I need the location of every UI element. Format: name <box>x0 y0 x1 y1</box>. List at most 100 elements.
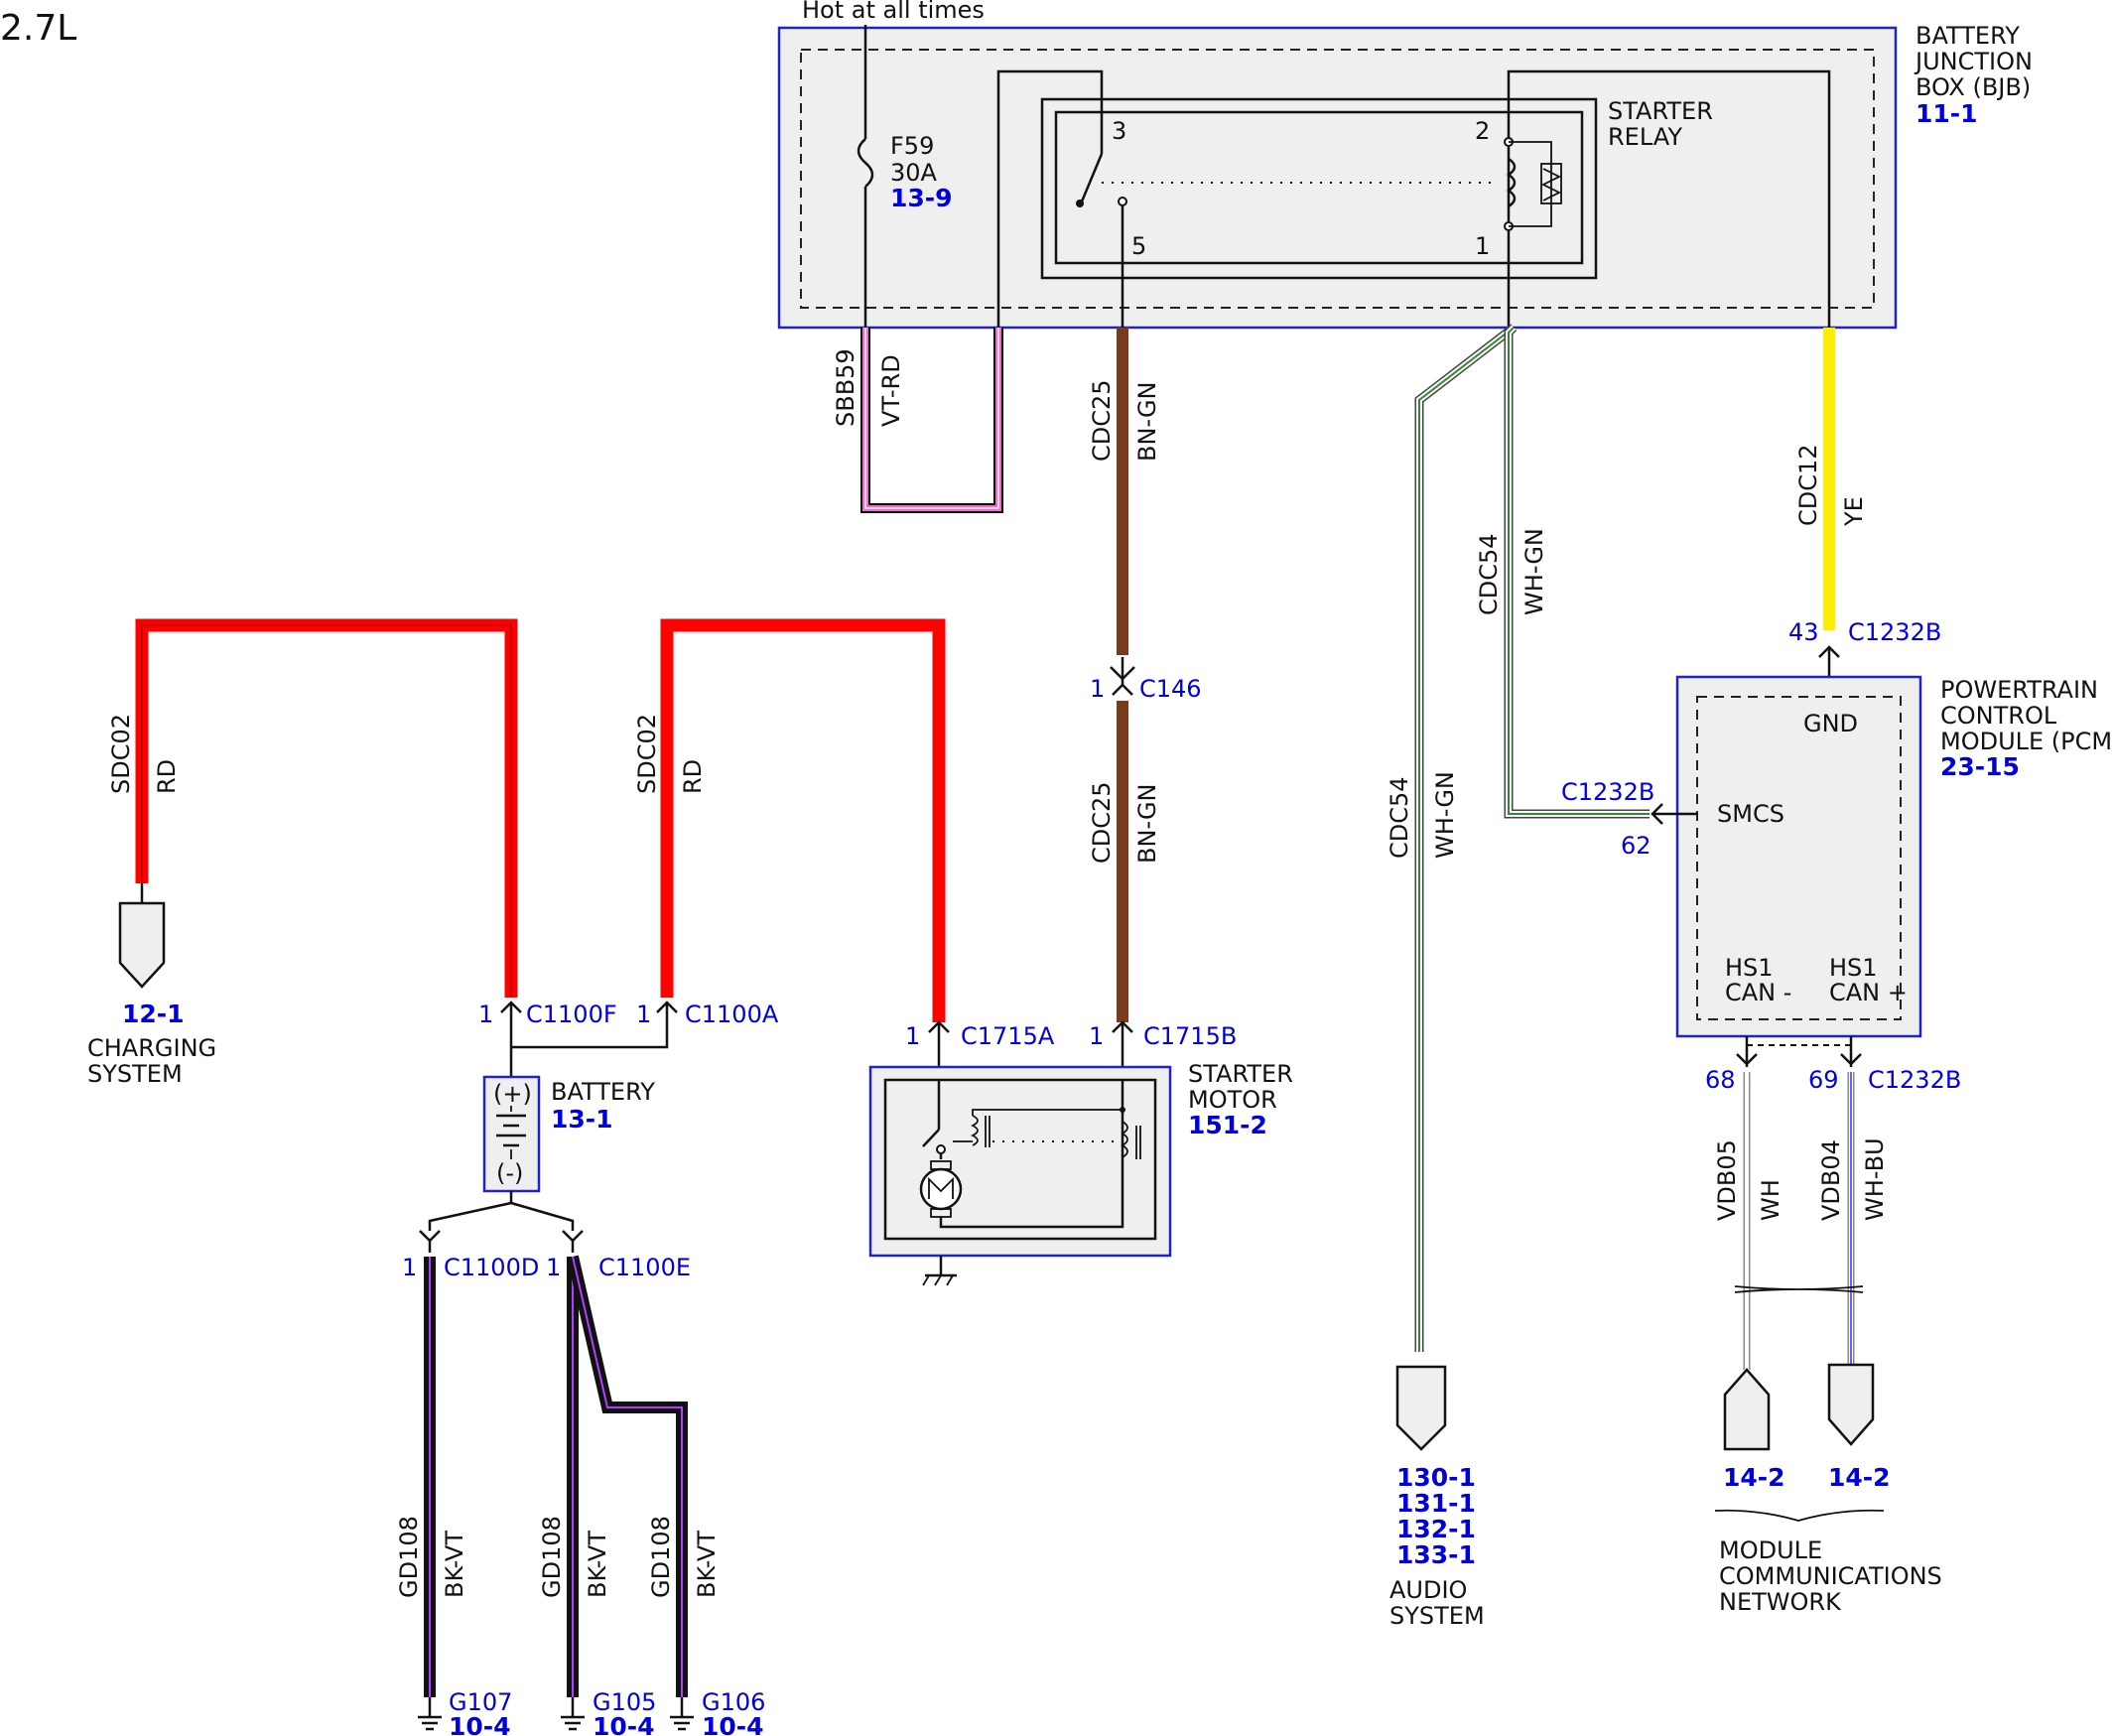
wire-cdc25-lower[interactable]: CDC25 BN-GN <box>1088 701 1161 1022</box>
pcm-module[interactable]: POWERTRAIN CONTROL MODULE (PCM) 23-15 GN… <box>1675 675 2114 1038</box>
cdc12-circuit: CDC12 <box>1794 444 1822 526</box>
network-label-line1: MODULE <box>1719 1536 1822 1564</box>
c1100e-name: C1100E <box>598 1254 691 1281</box>
fuse-ref-link[interactable]: 13-9 <box>890 184 953 212</box>
gd108-a-circuit: GD108 <box>395 1516 423 1598</box>
pcm-title-line2: CONTROL <box>1940 702 2057 730</box>
audio-ref-4-link[interactable]: 133-1 <box>1396 1540 1476 1569</box>
network-terminal-lo[interactable]: 14-2 <box>1723 1368 1785 1492</box>
connector-c1100e[interactable]: 1 C1100E <box>546 1230 691 1281</box>
pcm-pin-hs1-lo-line1: HS1 <box>1725 954 1774 982</box>
c1232b-43-name: C1232B <box>1848 618 1941 646</box>
connector-c1232b-62[interactable]: C1232B 62 <box>1561 778 1697 860</box>
pcm-pin-hs1-hi-line1: HS1 <box>1829 954 1878 982</box>
starter-motor-outline <box>868 1065 1172 1258</box>
charging-label-line1: CHARGING <box>87 1034 216 1062</box>
battery-junction-box[interactable]: BATTERY JUNCTION BOX (BJB) 11-1 <box>777 22 2033 330</box>
wire-vdb05[interactable]: VDB05 WH <box>1713 1072 1784 1370</box>
wire-sdc02-left[interactable]: SDC02 RD <box>107 618 518 998</box>
connector-c1100f[interactable]: 1 C1100F <box>478 1001 617 1077</box>
cdc25-lower-color: BN-GN <box>1133 783 1161 864</box>
wire-vdb04[interactable]: VDB04 WH-BU <box>1817 1072 1889 1370</box>
connector-c1100a[interactable]: 1 C1100A <box>511 1001 779 1049</box>
battery-ref-link[interactable]: 13-1 <box>551 1105 613 1134</box>
pcm-pin-hs1-lo-line2: CAN - <box>1725 979 1791 1006</box>
pcm-outline <box>1675 675 1922 1038</box>
starter-relay[interactable]: STARTER RELAY 3 2 5 1 <box>996 69 1831 328</box>
relay-inner-box <box>1054 110 1584 265</box>
terminal-down-icon <box>118 901 166 989</box>
bjb-ref-link[interactable]: 11-1 <box>1916 99 1978 128</box>
network-ref-2-link[interactable]: 14-2 <box>1828 1463 1891 1492</box>
terminal-down-icon <box>1395 1365 1447 1451</box>
wire-sbb59[interactable]: SBB59 VT-RD <box>832 328 1003 513</box>
c1232b-43-pin: 43 <box>1788 618 1819 646</box>
charging-ref-link[interactable]: 12-1 <box>122 1000 185 1028</box>
audio-ref-1-link[interactable]: 130-1 <box>1396 1463 1476 1492</box>
network-ref-1-link[interactable]: 14-2 <box>1723 1463 1785 1492</box>
pcm-dashed-outline <box>1696 696 1902 1020</box>
pcm-title-line3: MODULE (PCM) <box>1940 728 2114 755</box>
connector-male-icon <box>1112 683 1133 696</box>
pcm-pin-smcs: SMCS <box>1717 800 1784 828</box>
c1232b-68-pin: 68 <box>1705 1066 1736 1094</box>
wire-gd108-g105[interactable]: GD108 BK-VT <box>538 1257 611 1697</box>
relay-pin-1: 1 <box>1475 232 1490 260</box>
relay-pin-5: 5 <box>1131 232 1146 260</box>
starter-motor[interactable]: STARTER MOTOR 151-2 <box>868 1060 1293 1258</box>
gd108-a-color: BK-VT <box>441 1531 468 1598</box>
starter-label-line2: MOTOR <box>1188 1086 1277 1114</box>
solenoid-switch-icon <box>922 1129 940 1147</box>
ground-g106[interactable]: G106 10-4 <box>670 1688 765 1736</box>
pcm-ref-link[interactable]: 23-15 <box>1940 752 2020 781</box>
g106-ref-link[interactable]: 10-4 <box>702 1712 764 1736</box>
ground-g107[interactable]: G107 10-4 <box>418 1688 512 1736</box>
charging-label-line2: SYSTEM <box>87 1060 183 1088</box>
wire-gd108-g107[interactable]: GD108 BK-VT <box>395 1257 468 1697</box>
terminal-up-icon <box>1723 1368 1771 1451</box>
relay-title-line2: RELAY <box>1608 123 1682 151</box>
g105-ref-link[interactable]: 10-4 <box>593 1712 655 1736</box>
g107-ref-link[interactable]: 10-4 <box>449 1712 511 1736</box>
starter-ref-link[interactable]: 151-2 <box>1188 1111 1267 1139</box>
wire-sdc02-right[interactable]: SDC02 RD <box>633 618 946 1022</box>
battery[interactable]: (+) (-) BATTERY 13-1 <box>482 1075 655 1193</box>
vdb04-color: WH-BU <box>1861 1137 1889 1221</box>
wire-gd108-g106[interactable]: GD108 BK-VT <box>567 1255 721 1697</box>
connector-c1715b[interactable]: 1 C1715B <box>1089 1020 1237 1080</box>
gd108-b-circuit: GD108 <box>538 1516 566 1598</box>
audio-system-terminal[interactable]: 130-1 131-1 132-1 133-1 AUDIO SYSTEM <box>1389 1365 1485 1630</box>
bjb-title-line2: JUNCTION <box>1914 48 2033 75</box>
relay-outer-box <box>1040 97 1598 280</box>
gd108-c-circuit: GD108 <box>647 1516 675 1598</box>
network-terminal-hi[interactable]: 14-2 <box>1827 1363 1891 1492</box>
c1100f-name: C1100F <box>526 1001 617 1028</box>
fuse-f59[interactable]: F59 30A 13-9 <box>857 25 953 328</box>
connector-c1232b-43[interactable]: 43 C1232B <box>1788 618 1941 695</box>
connector-female-icon <box>562 1230 584 1243</box>
ground-g105[interactable]: G105 10-4 <box>561 1688 656 1736</box>
wire-cdc54-audio[interactable]: CDC54 WH-GN <box>1386 324 1517 1352</box>
twisted-pair-icon <box>1734 1285 1864 1293</box>
fuse-id: F59 <box>890 132 934 160</box>
wire-cdc54-smcs[interactable]: CDC54 WH-GN <box>1475 324 1650 819</box>
relay-title-line1: STARTER <box>1608 97 1713 125</box>
cdc54-audio-circuit: CDC54 <box>1386 776 1413 859</box>
connector-c146[interactable]: 1 C146 <box>1090 657 1202 703</box>
vdb05-circuit: VDB05 <box>1713 1139 1741 1221</box>
relay-switch-blade-icon <box>1080 153 1104 202</box>
wire-cdc12[interactable]: CDC12 YE <box>1794 328 1868 630</box>
wire-cdc25-upper[interactable]: CDC25 BN-GN <box>1088 328 1161 655</box>
charging-system-terminal[interactable]: 12-1 CHARGING SYSTEM <box>87 901 216 1088</box>
audio-ref-2-link[interactable]: 131-1 <box>1396 1489 1476 1518</box>
audio-ref-3-link[interactable]: 132-1 <box>1396 1515 1476 1543</box>
sdc02-right-color: RD <box>679 759 707 794</box>
hot-at-all-times-label: Hot at all times <box>802 0 985 24</box>
cdc54-smcs-color: WH-GN <box>1520 528 1548 615</box>
connector-c1232b-can[interactable]: 68 69 C1232B <box>1705 1036 1961 1094</box>
c1715b-name: C1715B <box>1143 1022 1237 1050</box>
bjb-outline <box>777 26 1898 330</box>
connector-c1100d[interactable]: 1 C1100D <box>402 1230 539 1281</box>
cdc25-upper-color: BN-GN <box>1133 381 1161 462</box>
relay-pin-3: 3 <box>1112 117 1126 145</box>
